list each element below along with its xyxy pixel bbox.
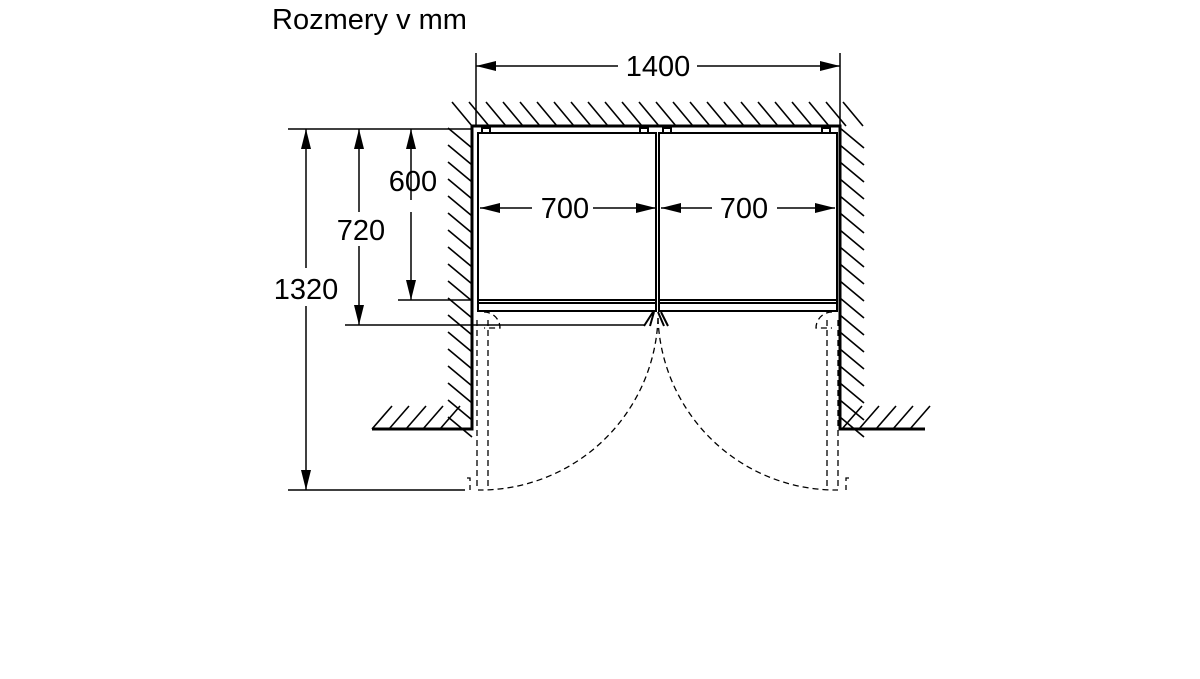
dim-label-right-door-width: 700 <box>720 193 768 225</box>
refrigerator-body <box>477 127 838 327</box>
dim-label-depth-doors-open: 1320 <box>274 274 339 306</box>
diagram-title: Rozmery v mm <box>272 4 467 36</box>
left-door-panel <box>477 299 657 312</box>
door-swing-paths <box>467 311 849 491</box>
dim-label-total-width: 1400 <box>626 51 691 83</box>
dim-label-cabinet-depth: 600 <box>389 166 437 198</box>
dim-label-depth-with-doors: 720 <box>337 215 385 247</box>
niche-wall <box>371 101 931 438</box>
dim-label-left-door-width: 700 <box>541 193 589 225</box>
right-door-panel <box>658 299 838 312</box>
dimension-lines <box>288 53 841 491</box>
